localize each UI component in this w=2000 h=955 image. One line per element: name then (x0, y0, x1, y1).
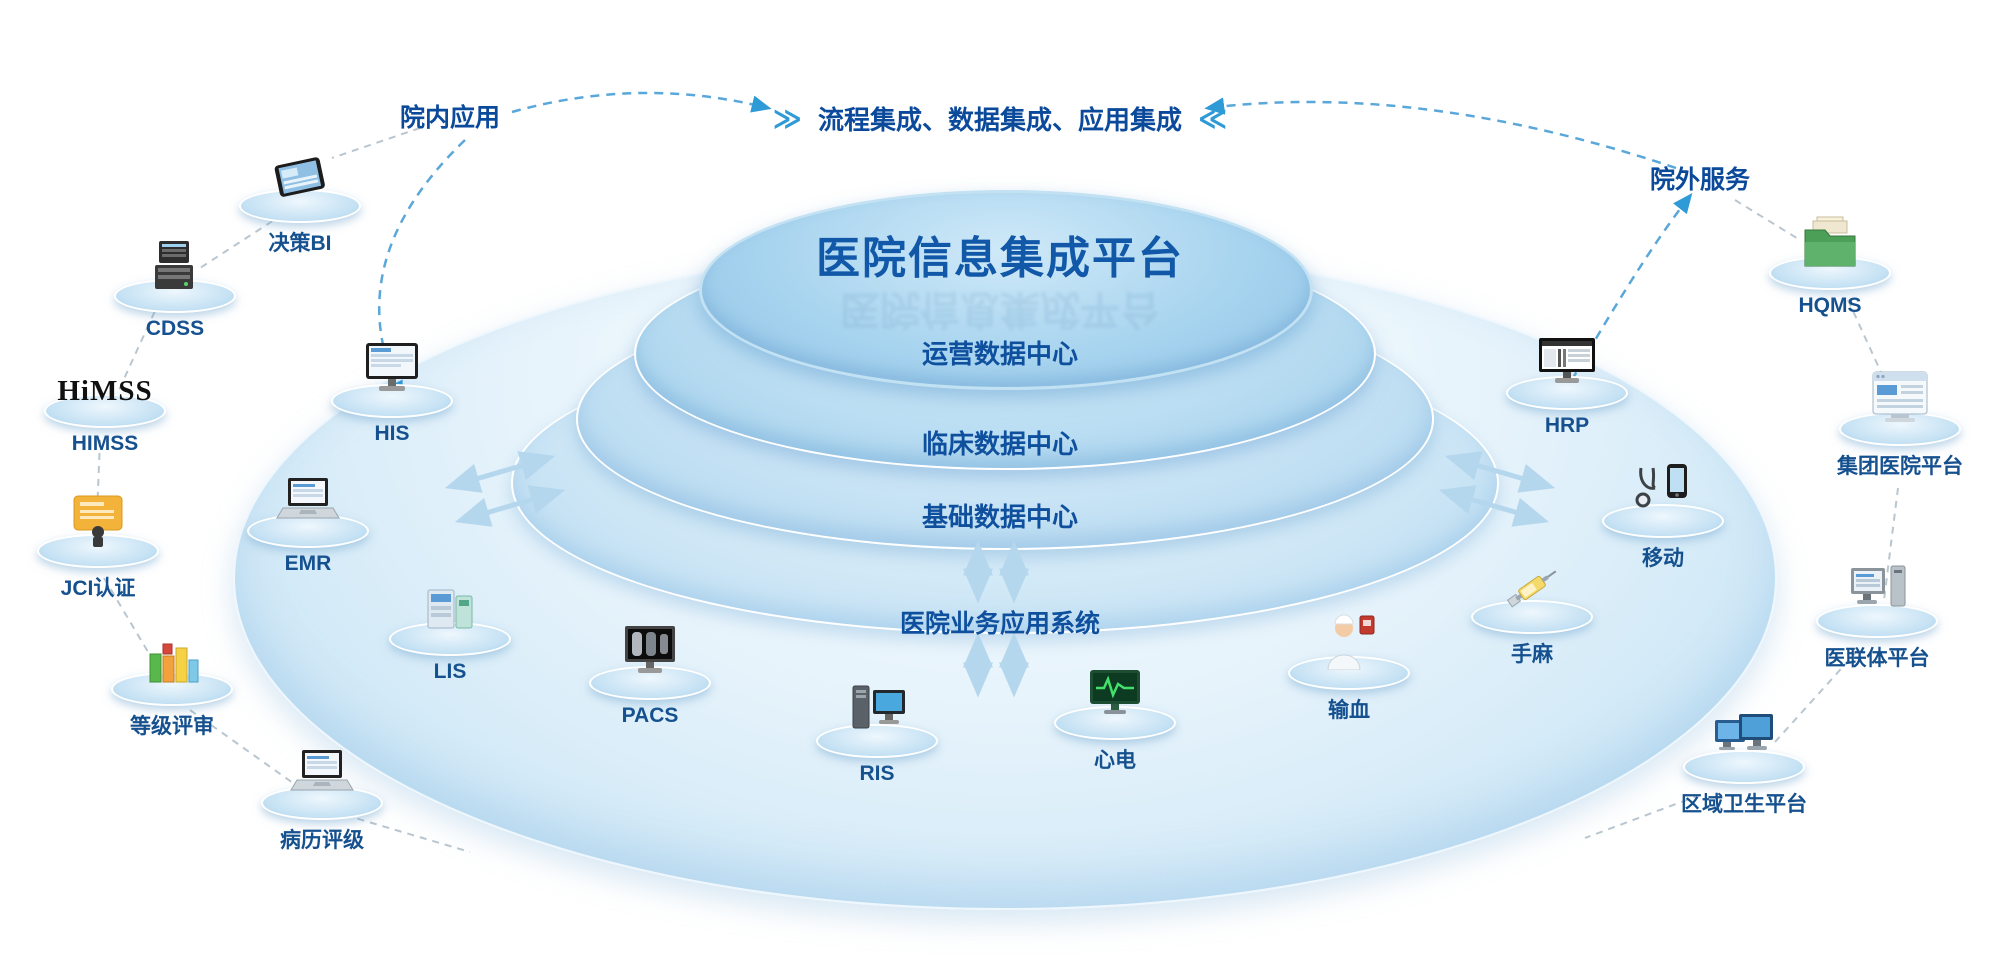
nurse-blood-bag-icon (1269, 612, 1429, 670)
node-platform (1816, 604, 1938, 638)
server-icon (95, 235, 255, 293)
layer-clinical-data-center: 临床数据中心 (921, 429, 1078, 459)
node-hqms: HQMS (1750, 212, 1910, 318)
node-label: 医联体平台 (1824, 647, 1930, 670)
xray-monitor-icon (570, 622, 730, 680)
tablet-icon (220, 145, 380, 203)
node-medical-record-rating: 病历评级 (242, 742, 402, 854)
node-label: LIS (433, 660, 467, 683)
laptop-icon (228, 470, 388, 528)
dual-computers-icon (1664, 706, 1824, 764)
browser-window-icon (1820, 368, 1980, 426)
workstation-icon (797, 680, 957, 738)
node-platform (1602, 504, 1724, 538)
lab-analyzer-icon (370, 578, 530, 636)
node-label: 手麻 (1511, 643, 1553, 666)
node-pacs: PACS (570, 622, 730, 728)
node-label: 等级评审 (130, 715, 214, 738)
layer-basic-data-center: 基础数据中心 (921, 502, 1078, 532)
layer-operations-data-center: 运营数据中心 (921, 339, 1078, 369)
node-label: 移动 (1642, 547, 1684, 570)
folder-files-icon (1750, 212, 1910, 270)
node-label: 集团医院平台 (1837, 455, 1963, 478)
node-label: 输血 (1328, 699, 1370, 722)
node-grade-review: 等级评审 (92, 628, 252, 740)
group-label-external-services: 院外服务 (1649, 166, 1750, 194)
node-label: JCI认证 (60, 577, 136, 600)
node-label: EMR (284, 552, 332, 575)
node-label: HQMS (1798, 294, 1862, 317)
node-label: HIMSS (71, 432, 139, 455)
node-platform (1683, 750, 1805, 784)
node-ris: RIS (797, 680, 957, 786)
node-regional-health-platform: 区域卫生平台 (1664, 706, 1824, 818)
node-himss: HiMSS HIMSS (25, 350, 185, 456)
platform-title: 医院信息集成平台 (816, 234, 1184, 283)
node-label: 区域卫生平台 (1681, 793, 1807, 816)
node-label: HRP (1544, 414, 1590, 437)
laptop-icon (242, 742, 402, 800)
node-platform (44, 394, 166, 428)
top-title-disc (699, 190, 1313, 390)
node-emr: EMR (228, 470, 388, 576)
node-label: 心电 (1094, 749, 1136, 772)
node-label: 病历评级 (280, 829, 364, 852)
node-surgery-anesthesia: 手麻 (1452, 556, 1612, 668)
phone-stethoscope-icon (1583, 460, 1743, 518)
node-platform (816, 724, 938, 758)
node-mobile: 移动 (1583, 460, 1743, 572)
node-blood-transfusion: 输血 (1269, 612, 1429, 724)
chevron-right-icon: ≫ (772, 102, 802, 134)
group-label-internal-apps: 院内应用 (399, 104, 500, 132)
integration-banner: ≫ 流程集成、数据集成、应用集成 ≪ (0, 100, 2000, 137)
node-lis: LIS (370, 578, 530, 684)
node-label: HIS (374, 422, 410, 445)
node-ecg: 心电 (1035, 662, 1195, 774)
node-label: PACS (621, 704, 679, 727)
ecg-monitor-icon (1035, 662, 1195, 720)
node-label: RIS (859, 762, 895, 785)
node-cdss: CDSS (95, 235, 255, 341)
node-platform (1471, 600, 1593, 634)
chevron-left-icon: ≪ (1198, 102, 1228, 134)
layer-business-application-systems: 医院业务应用系统 (899, 610, 1100, 638)
node-platform (261, 786, 383, 820)
integration-banner-text: 流程集成、数据集成、应用集成 (817, 105, 1182, 135)
syringe-icon (1452, 556, 1612, 614)
